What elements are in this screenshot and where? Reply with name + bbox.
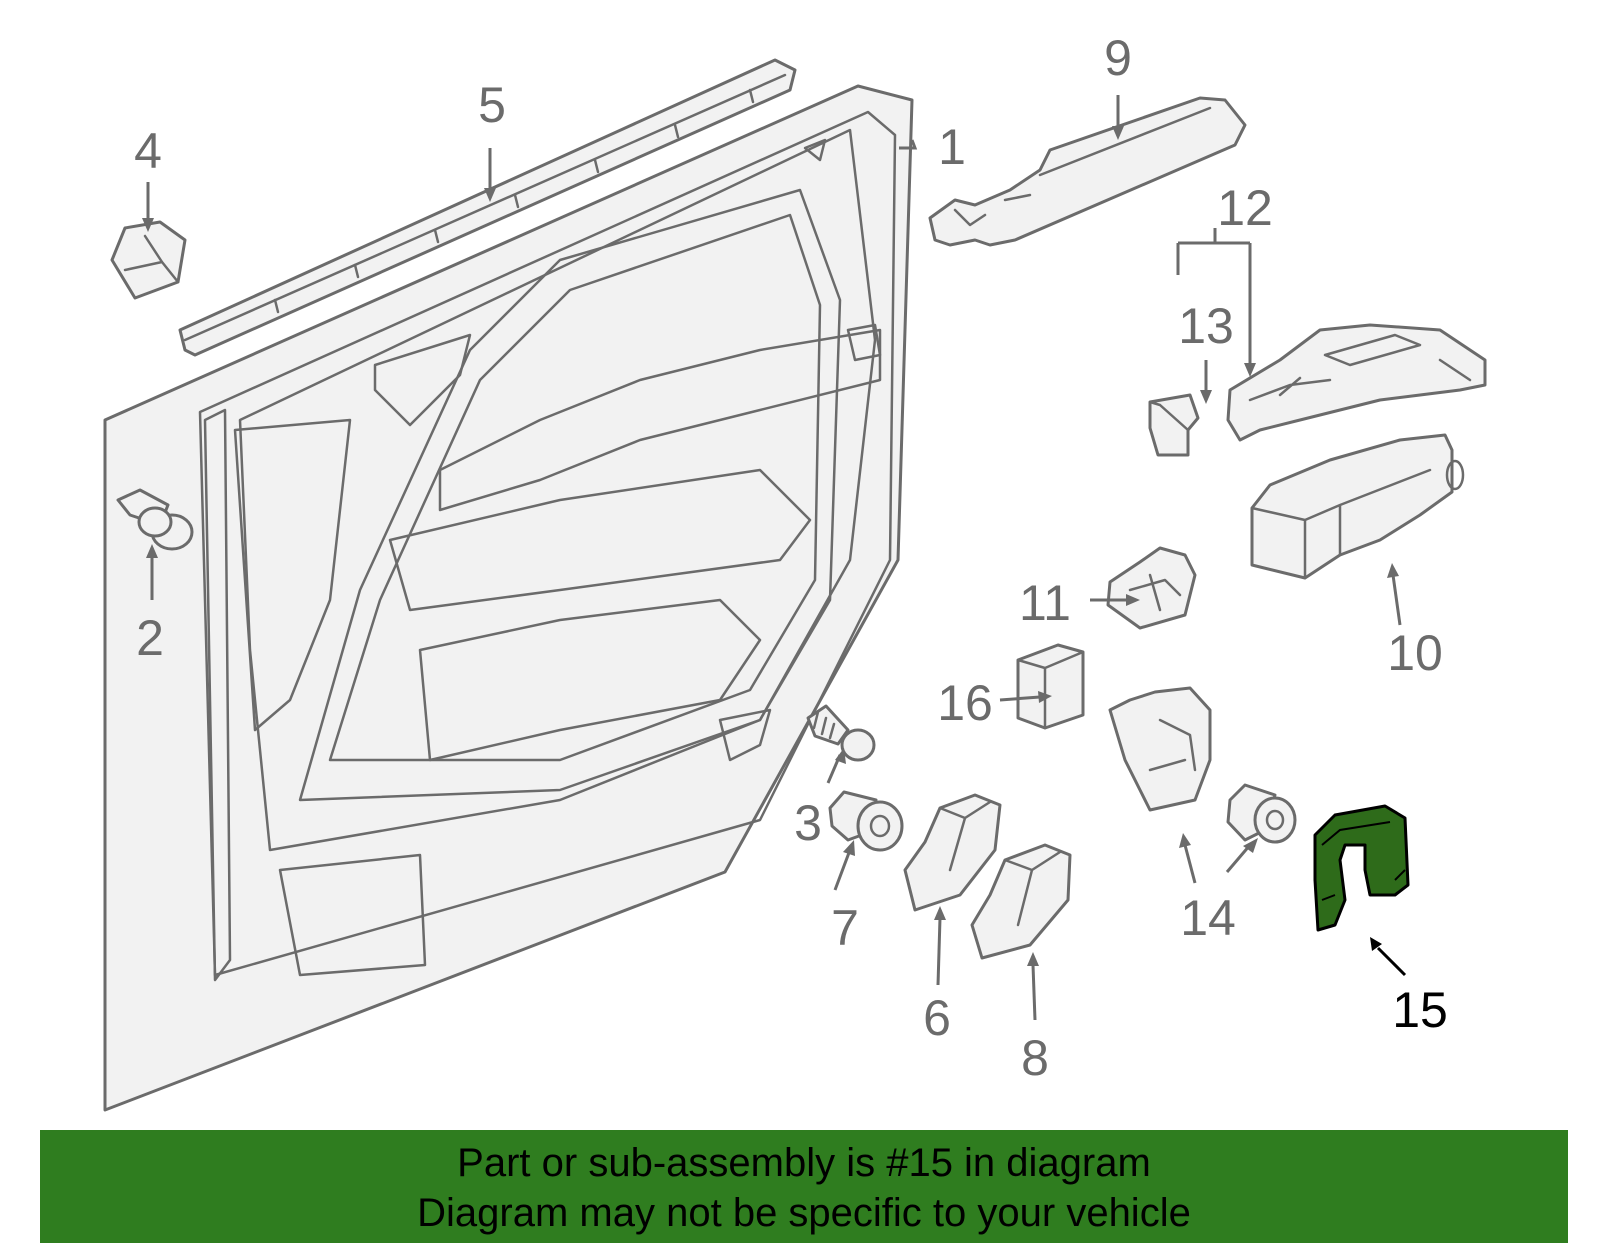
parts-diagram: 1 2 3 4 5 6 7 8 9 10 11 12 13 14 15 16: [103, 30, 1487, 1112]
switch-panel-part-12[interactable]: [1226, 323, 1487, 442]
callout-7: 7: [831, 900, 859, 956]
arrowheads: [142, 126, 1399, 966]
pad-part-16[interactable]: [1016, 643, 1085, 730]
callout-9: 9: [1104, 30, 1132, 86]
cover-part-8[interactable]: [970, 843, 1072, 960]
callout-6: 6: [923, 990, 951, 1046]
callout-12: 12: [1217, 180, 1273, 236]
bracket-leader-12: [1176, 228, 1252, 365]
grommet-part-7[interactable]: [828, 790, 904, 852]
banner-line-disclaimer: Diagram may not be specific to your vehi…: [417, 1191, 1191, 1235]
info-banner: Part or sub-assembly is #15 in diagram D…: [40, 1130, 1568, 1243]
cover-part-6[interactable]: [903, 793, 1002, 912]
callout-2: 2: [136, 610, 164, 666]
callout-10: 10: [1387, 625, 1443, 681]
bracket-part-11[interactable]: [1106, 546, 1197, 630]
callout-4: 4: [134, 123, 162, 179]
callout-3: 3: [794, 795, 822, 851]
callout-11: 11: [1019, 575, 1071, 631]
screw-part-3[interactable]: [806, 704, 876, 762]
switch-part-14[interactable]: [1108, 686, 1297, 844]
banner-line-part-number: Part or sub-assembly is #15 in diagram: [457, 1141, 1151, 1185]
belt-molding-part-5[interactable]: [178, 58, 797, 357]
actuator-part-10[interactable]: [1250, 433, 1465, 580]
callout-8: 8: [1021, 1030, 1049, 1086]
callout-1: 1: [938, 119, 966, 175]
pin-part-2[interactable]: [116, 488, 194, 551]
leader-lines: [146, 95, 1407, 1021]
callout-15: 15: [1392, 982, 1448, 1038]
callout-14: 14: [1180, 890, 1236, 946]
bracket-part-15[interactable]: [1313, 804, 1410, 932]
callout-13: 13: [1178, 298, 1234, 354]
bezel-part-9[interactable]: [928, 96, 1247, 247]
callout-5: 5: [478, 77, 506, 133]
clip-part-4[interactable]: [110, 220, 187, 300]
callout-16: 16: [937, 675, 993, 731]
switch-part-13[interactable]: [1148, 393, 1200, 457]
door-panel-part-1[interactable]: [103, 84, 914, 1112]
